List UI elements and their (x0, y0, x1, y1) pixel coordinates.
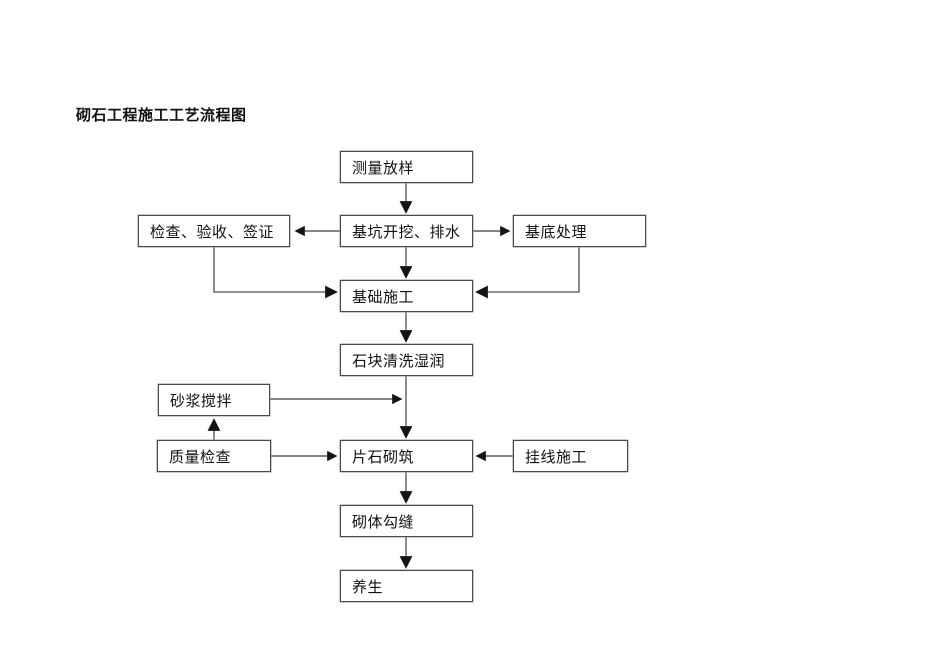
flow-node-excavation-label: 基坑开挖、排水 (352, 223, 461, 241)
flow-node-line-hanging: 挂线施工 (513, 440, 628, 472)
flow-node-quality-check-label: 质量检查 (169, 448, 232, 466)
flow-node-survey-label: 测量放样 (352, 159, 415, 177)
flow-node-survey: 测量放样 (340, 151, 473, 183)
flow-node-stone-masonry: 片石砌筑 (340, 440, 473, 472)
flow-node-mortar-mixing-label: 砂浆搅拌 (170, 392, 233, 410)
flow-node-inspection-label: 检查、验收、签证 (150, 223, 275, 241)
flow-node-base-treatment: 基底处理 (513, 215, 646, 247)
flow-node-mortar-mixing: 砂浆搅拌 (158, 384, 270, 416)
flow-node-line-hanging-label: 挂线施工 (525, 448, 588, 466)
flow-node-stone-masonry-label: 片石砌筑 (352, 448, 415, 466)
flow-node-stone-cleaning-label: 石块清洗湿润 (352, 352, 446, 370)
flow-node-inspection: 检查、验收、签证 (138, 215, 290, 247)
flow-node-quality-check: 质量检查 (157, 440, 271, 472)
flow-node-curing-label: 养生 (352, 578, 384, 596)
edge-inspection-foundation (213, 247, 338, 299)
flow-node-excavation: 基坑开挖、排水 (340, 215, 473, 247)
edge-base-treatment-foundation (475, 247, 580, 299)
flow-node-curing: 养生 (340, 570, 473, 602)
flow-node-foundation-label: 基础施工 (352, 288, 415, 306)
flow-node-base-treatment-label: 基底处理 (525, 223, 588, 241)
flow-node-foundation: 基础施工 (340, 280, 473, 312)
flow-node-stone-cleaning: 石块清洗湿润 (340, 344, 473, 376)
flow-node-jointing-label: 砌体勾缝 (352, 513, 415, 531)
flow-node-jointing: 砌体勾缝 (340, 505, 473, 537)
page-title: 砌石工程施工工艺流程图 (76, 107, 247, 124)
